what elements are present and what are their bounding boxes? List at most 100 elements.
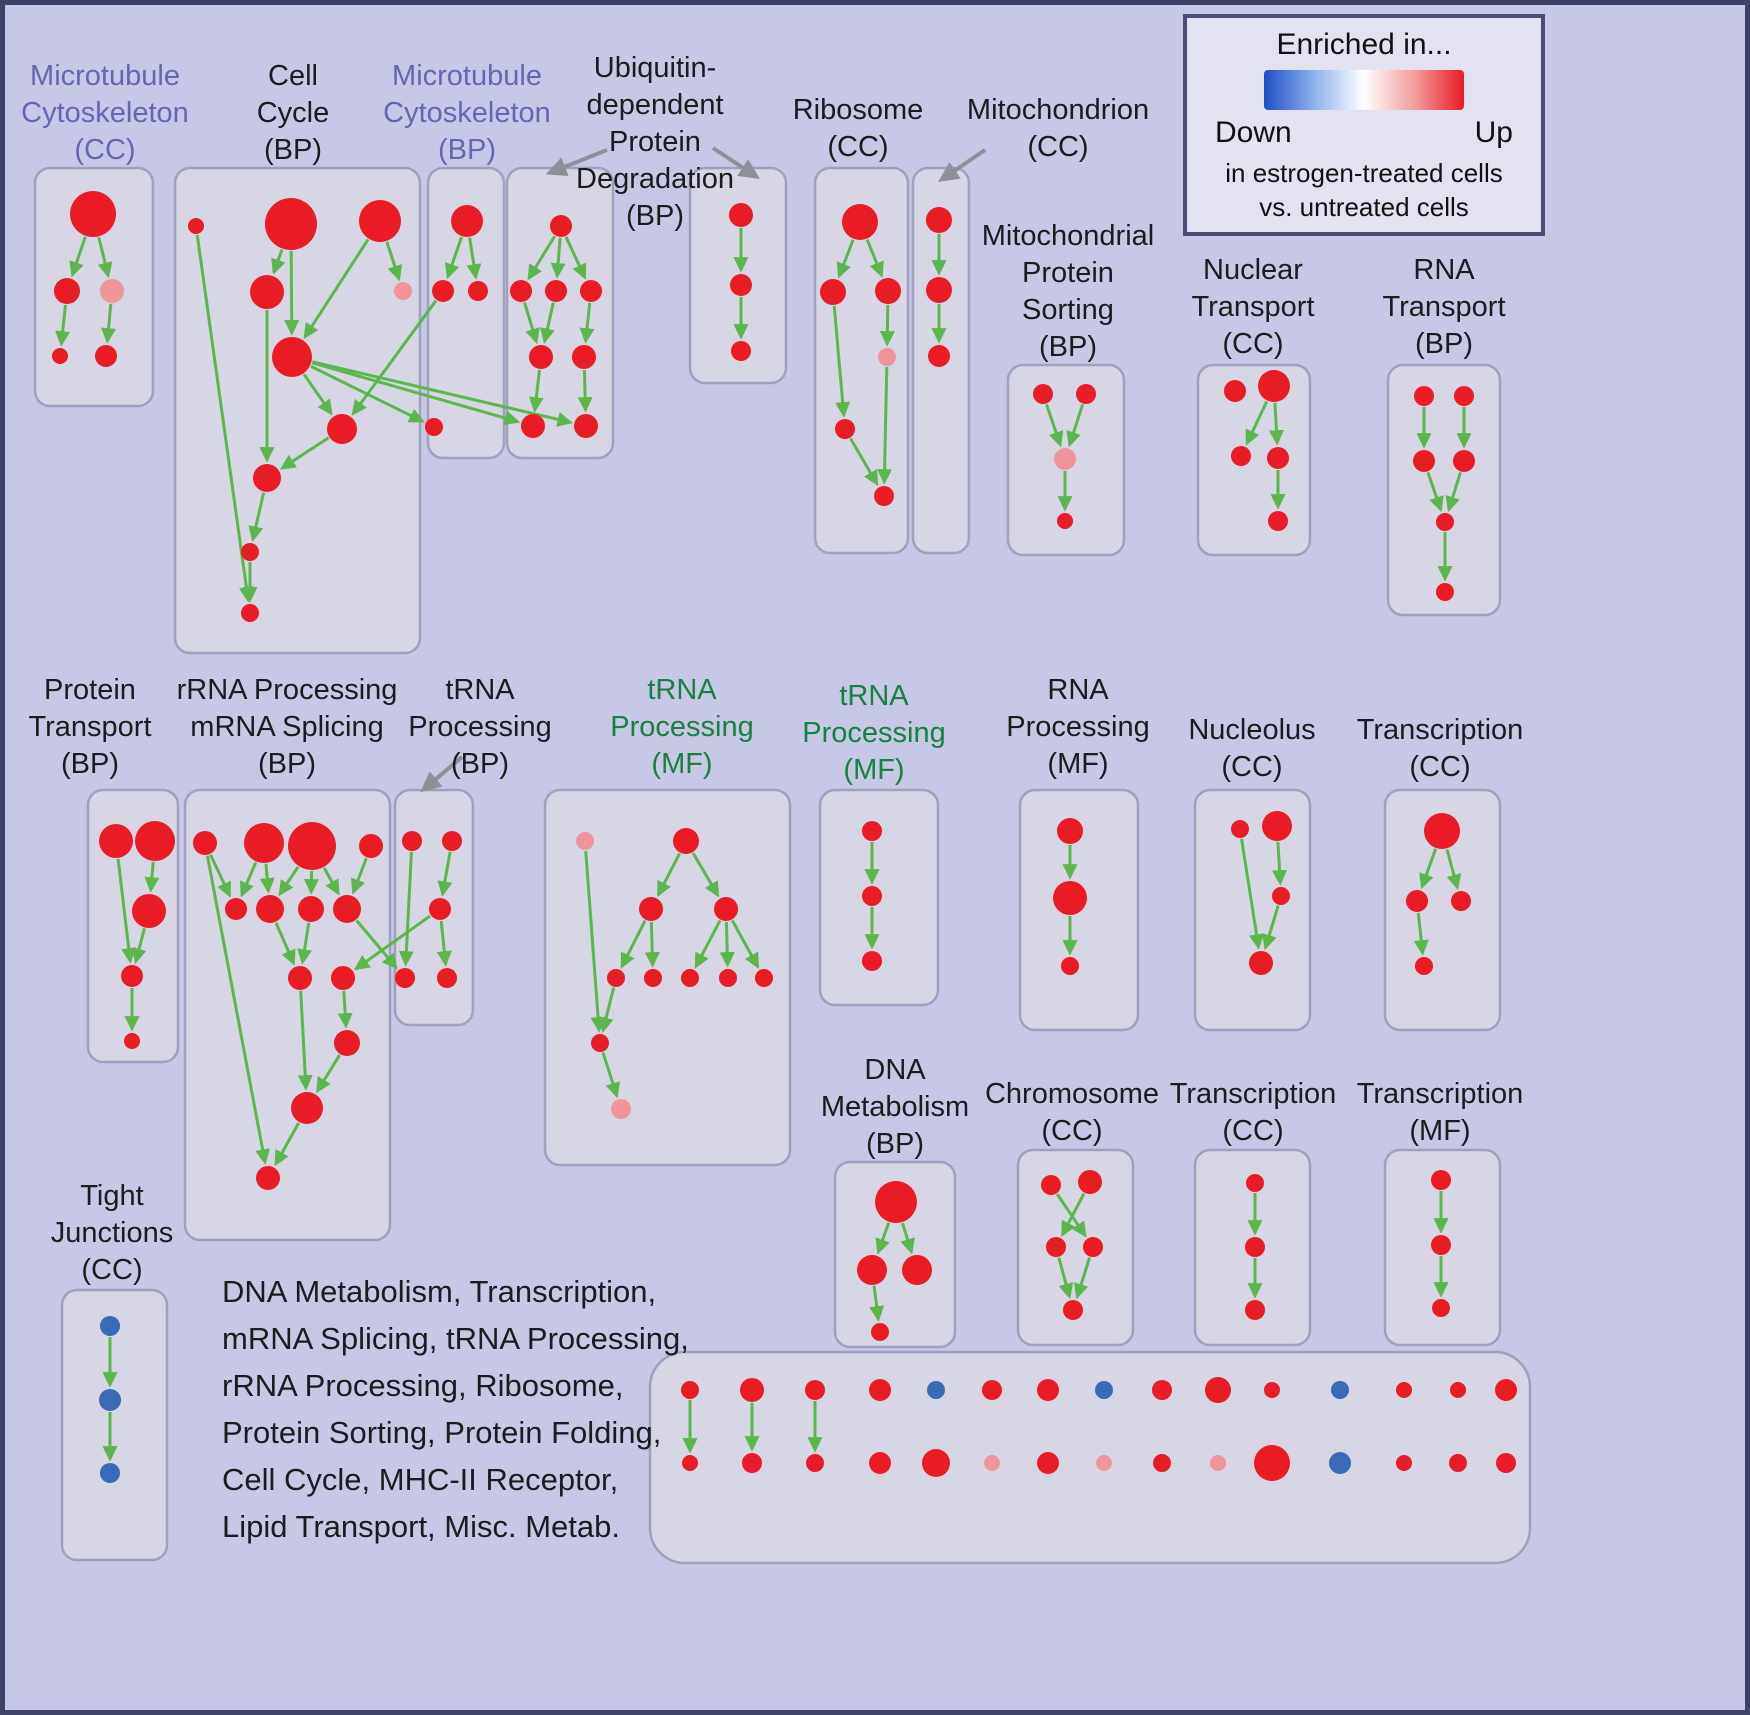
edge-arrow	[730, 919, 760, 969]
go-term-node-ms1b	[742, 1453, 762, 1473]
go-term-node-rn2	[1061, 957, 1079, 975]
go-term-node-rr9	[331, 966, 355, 990]
edge-arrow	[564, 236, 587, 280]
go-term-node-ms11b	[1329, 1452, 1351, 1474]
go-term-node-ms3b	[869, 1452, 891, 1474]
go-term-node-ntc3	[1267, 447, 1289, 469]
edge-arrow	[322, 867, 340, 896]
go-term-node-ms7b	[1096, 1455, 1112, 1471]
edge-arrow	[523, 302, 540, 345]
go-term-node-ch1	[1078, 1170, 1102, 1194]
go-term-node-rr10	[334, 1030, 360, 1056]
go-term-node-rr6	[298, 896, 324, 922]
edge-arrow	[1445, 848, 1462, 891]
edge-arrow	[601, 1052, 620, 1099]
go-term-node-tb0	[402, 831, 422, 851]
edge-arrow	[1272, 841, 1288, 886]
go-term-node-mt1	[432, 280, 454, 302]
go-term-node-ms14t	[1495, 1379, 1517, 1401]
go-term-node-rb1	[820, 279, 846, 305]
edge-arrow	[550, 237, 566, 279]
edge-arrow	[1057, 1257, 1074, 1300]
go-term-node-ms8t	[1152, 1380, 1172, 1400]
edge-arrow	[875, 1222, 891, 1255]
go-term-node-rt2	[1413, 450, 1435, 472]
go-term-node-cc0	[188, 218, 204, 234]
go-term-node-mtcc4	[95, 345, 117, 367]
go-term-node-ts2	[862, 951, 882, 971]
go-term-node-cc8	[241, 543, 259, 561]
go-term-node-cc6	[327, 414, 357, 444]
go-term-node-dm0	[875, 1181, 917, 1223]
footnote-line: mRNA Splicing, tRNA Processing,	[222, 1321, 689, 1356]
footnote-line: rRNA Processing, Ribosome,	[222, 1368, 624, 1403]
edge-arrow	[865, 239, 884, 278]
go-term-node-ub0	[550, 215, 572, 237]
go-term-node-tb4	[437, 968, 457, 988]
go-term-node-tm10	[611, 1099, 631, 1119]
go-term-node-pt3	[121, 965, 143, 987]
edge-arrow	[248, 492, 266, 542]
legend-subtitle-line1: in estrogen-treated cells	[1225, 158, 1503, 188]
go-term-node-cc2	[359, 200, 401, 242]
go-term-node-ms6t	[1037, 1379, 1059, 1401]
go-term-node-rb2	[875, 278, 901, 304]
edge-arrow	[584, 850, 606, 1033]
legend-gradient-bar	[1264, 70, 1464, 110]
go-term-node-tm3	[714, 897, 738, 921]
edge-arrow	[69, 236, 87, 278]
go-term-node-ms1t	[740, 1378, 764, 1402]
go-term-node-mtcc0	[70, 191, 116, 237]
edge-arrow	[353, 914, 432, 971]
edge-arrow	[297, 990, 313, 1091]
edge-arrow	[355, 919, 398, 970]
go-term-node-cc1	[265, 198, 317, 250]
edge-arrow	[444, 236, 463, 280]
go-term-node-ms5t	[982, 1380, 1002, 1400]
go-term-node-tf1	[1431, 1235, 1451, 1255]
go-term-node-cc3	[250, 275, 284, 309]
go-term-node-ms12b	[1396, 1455, 1412, 1471]
go-term-node-tj1	[99, 1389, 121, 1411]
edge-arrow	[436, 920, 452, 967]
go-term-node-ch0	[1041, 1175, 1061, 1195]
edge-arrow	[1240, 838, 1264, 950]
legend-endpoint-labels: Down Up	[1187, 116, 1541, 150]
go-term-node-ms10t	[1264, 1382, 1280, 1398]
go-term-node-ms4b	[922, 1449, 950, 1477]
legend-down-label: Down	[1215, 116, 1292, 149]
edge-arrow	[302, 373, 333, 416]
go-term-node-tm6	[681, 969, 699, 987]
edge-arrow	[144, 861, 160, 893]
edge-arrow	[466, 237, 482, 280]
go-term-node-ms0t	[681, 1381, 699, 1399]
go-term-node-ur2	[731, 341, 751, 361]
go-term-node-cc5	[272, 337, 312, 377]
go-term-node-ntc4	[1268, 511, 1288, 531]
edge-arrow	[869, 1285, 885, 1322]
go-term-node-mt0	[451, 205, 483, 237]
go-term-node-tm7	[719, 969, 737, 987]
go-term-node-tm2	[639, 897, 663, 921]
go-term-node-tm5	[644, 969, 662, 987]
edge-arrow	[350, 857, 368, 895]
edge-arrow	[279, 436, 330, 470]
cluster-box-trna-mf-large	[543, 788, 792, 1167]
legend-title: Enriched in...	[1276, 28, 1452, 61]
go-term-node-mtcc1	[54, 278, 80, 304]
go-term-node-tc3	[1415, 957, 1433, 975]
go-term-node-mtcc3	[52, 348, 68, 364]
go-term-node-rt0	[1414, 386, 1434, 406]
go-term-node-ms9t	[1205, 1377, 1231, 1403]
go-term-node-tf0	[1431, 1170, 1451, 1190]
go-term-node-ub1	[510, 280, 532, 302]
edge-arrow	[1066, 404, 1085, 448]
go-term-node-ntc0	[1224, 380, 1246, 402]
go-term-node-nu3	[1249, 951, 1273, 975]
edge-arrow	[577, 369, 593, 413]
go-term-node-rb4	[835, 419, 855, 439]
go-term-node-rr11	[291, 1092, 323, 1124]
cluster-box-tight-junctions	[60, 1288, 169, 1562]
go-term-node-ch4	[1063, 1300, 1083, 1320]
